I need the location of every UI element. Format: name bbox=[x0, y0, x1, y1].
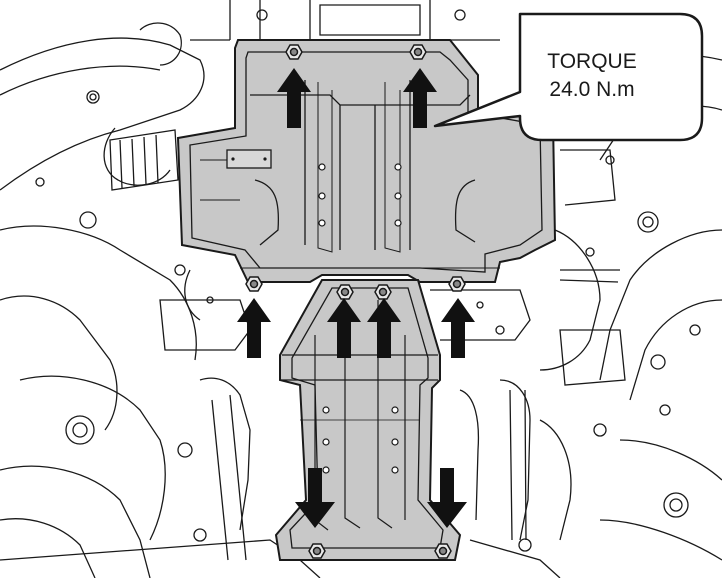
arrow-up-icon bbox=[367, 298, 401, 358]
arrow-down-icon bbox=[427, 468, 467, 528]
arrow-up-icon bbox=[237, 298, 271, 358]
torque-value: 24.0 N.m bbox=[549, 78, 635, 101]
lower-plate-holes bbox=[322, 406, 399, 474]
plate-holes bbox=[318, 163, 402, 227]
arrow-up-icon bbox=[277, 68, 311, 128]
hex-bolt-icon bbox=[245, 276, 263, 292]
arrow-up-icon bbox=[441, 298, 475, 358]
torque-callout bbox=[433, 12, 704, 142]
hex-bolt-icon bbox=[434, 543, 452, 559]
hex-bolt-icon bbox=[374, 284, 392, 300]
hex-bolt-icon bbox=[285, 44, 303, 60]
hex-bolt-icon-group bbox=[245, 44, 466, 559]
upper-skid-plate bbox=[176, 39, 557, 283]
removal-arrows bbox=[237, 68, 475, 528]
arrow-up-icon bbox=[403, 68, 437, 128]
arrow-up-icon bbox=[327, 298, 361, 358]
hex-bolt-icon bbox=[409, 44, 427, 60]
torque-label: TORQUE bbox=[547, 50, 637, 73]
hex-bolt-icon bbox=[308, 543, 326, 559]
hex-bolt-icon bbox=[336, 284, 354, 300]
id-label-plate bbox=[226, 149, 272, 169]
arrow-down-icon bbox=[295, 468, 335, 528]
torque-callout-text: TORQUE 24.0 N.m bbox=[512, 48, 672, 104]
hex-bolt-icon bbox=[448, 276, 466, 292]
